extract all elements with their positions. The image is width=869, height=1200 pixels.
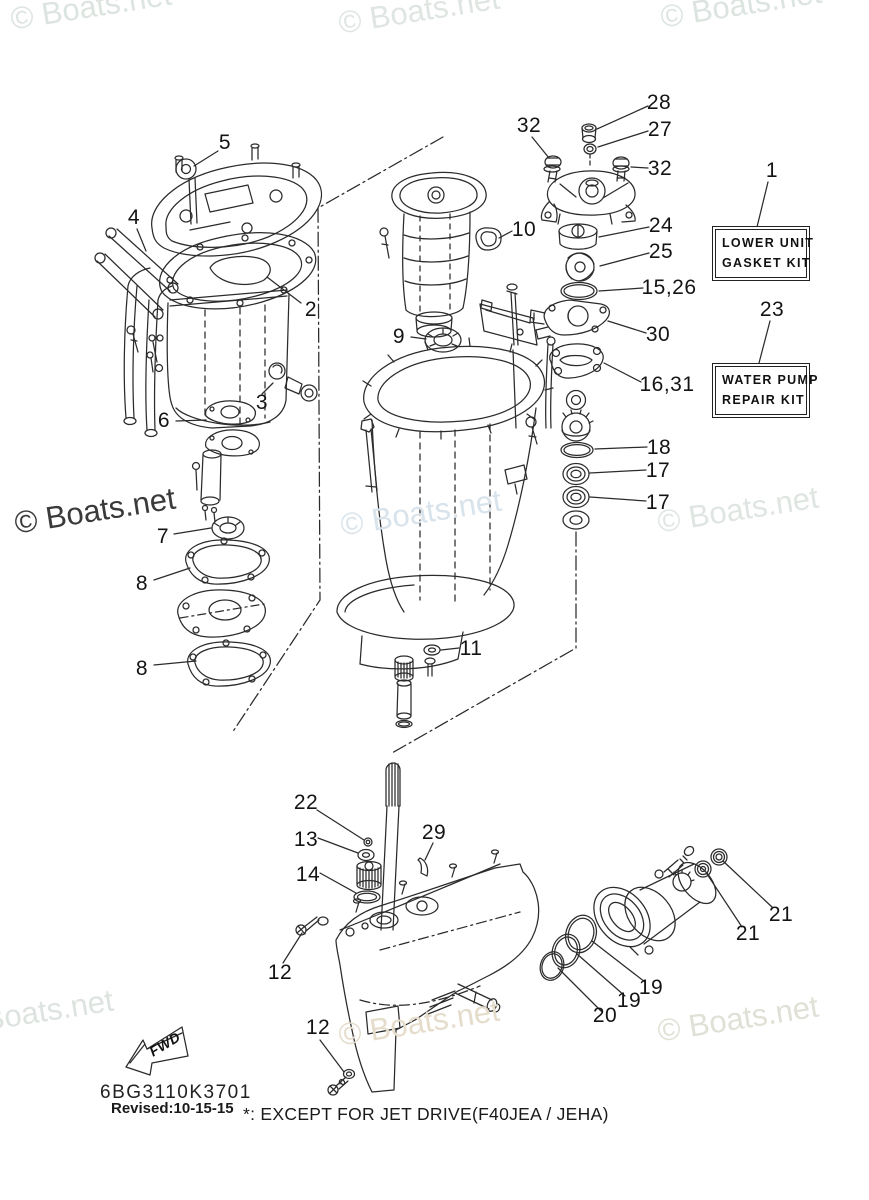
- callout-16-31: 16,31: [639, 373, 695, 396]
- callout-13: 13: [293, 828, 319, 851]
- callout-22: 22: [293, 791, 319, 814]
- fwd-arrow: [125, 1026, 189, 1076]
- callout-17: 17: [645, 491, 671, 514]
- exhaust-guide-plate-drawing: [151, 143, 323, 257]
- kit-box-line: WATER PUMP: [722, 373, 819, 387]
- muffler-drawing: [379, 171, 487, 338]
- callout-8: 8: [135, 657, 149, 680]
- callout-10: 10: [511, 218, 537, 241]
- callout-1: 1: [765, 159, 779, 182]
- callout-12: 12: [267, 961, 293, 984]
- callout-29: 29: [421, 821, 447, 844]
- callout-12: 12: [305, 1016, 331, 1039]
- gearcase-drawing: [335, 849, 540, 1093]
- callout-17: 17: [645, 459, 671, 482]
- callout-27: 27: [647, 118, 673, 141]
- callout-3: 3: [255, 391, 269, 414]
- callout-32: 32: [516, 114, 542, 137]
- callout-30: 30: [645, 323, 671, 346]
- callout-19: 19: [638, 976, 664, 999]
- driveshaft-housing-drawing: [336, 337, 554, 670]
- kit-box-line: LOWER UNIT: [722, 236, 815, 250]
- callout-23: 23: [759, 298, 785, 321]
- diagram-revised-date: Revised:10-15-15: [111, 1100, 234, 1117]
- callout-11: 11: [459, 637, 483, 660]
- callout-28: 28: [646, 91, 672, 114]
- water-pump-repair-kit-box: WATER PUMP REPAIR KIT: [712, 363, 819, 418]
- callout-2: 2: [304, 298, 318, 321]
- shaft-small-parts-drawing: [353, 837, 429, 904]
- callout-9: 9: [392, 325, 406, 348]
- callout-14: 14: [295, 863, 321, 886]
- linkage-drawing: [94, 227, 179, 373]
- callout-21: 21: [735, 922, 761, 945]
- callout-6: 6: [157, 409, 171, 432]
- callout-19: 19: [616, 989, 642, 1012]
- diagram-part-code: 6BG3110K3701: [100, 1082, 252, 1103]
- callout-15-26: 15,26: [641, 276, 697, 299]
- leader-lines: [136, 105, 773, 1073]
- gasket-8-stack-drawing: [177, 537, 271, 687]
- oil-pan-drawing: [123, 267, 290, 438]
- bracket-rod-drawing: [479, 283, 556, 429]
- callout-18: 18: [646, 436, 672, 459]
- kit-box-line: GASKET KIT: [722, 256, 811, 270]
- seal-7-drawing: [211, 516, 245, 540]
- callout-4: 4: [127, 206, 141, 229]
- kit-boundary-lines: [231, 136, 577, 754]
- oring-cluster-drawing: [539, 914, 598, 981]
- kit-box-line: REPAIR KIT: [722, 393, 805, 407]
- callout-8: 8: [135, 572, 149, 595]
- callout-5: 5: [218, 131, 232, 154]
- callout-20: 20: [592, 1004, 618, 1027]
- callout-25: 25: [648, 240, 674, 263]
- jet-drive-note: *: EXCEPT FOR JET DRIVE(F40JEA / JEHA): [243, 1104, 609, 1124]
- lower-mount-gaskets-drawing: [191, 400, 260, 523]
- bolt-12-drawings: [295, 916, 356, 1096]
- callout-32: 32: [647, 157, 673, 180]
- callout-24: 24: [648, 214, 674, 237]
- pinion-parts-drawing: [394, 644, 441, 729]
- callout-7: 7: [156, 525, 170, 548]
- damper-drawing: [475, 227, 502, 251]
- water-pump-drawing: [529, 123, 636, 530]
- callout-21: 21: [768, 903, 794, 926]
- seal-9-drawing: [424, 327, 462, 353]
- bearing-carrier-drawing: [593, 845, 728, 956]
- drain-plug-drawing: [268, 362, 318, 402]
- lower-unit-gasket-kit-box: LOWER UNIT GASKET KIT: [712, 226, 815, 281]
- driveshaft-drawing: [380, 762, 401, 931]
